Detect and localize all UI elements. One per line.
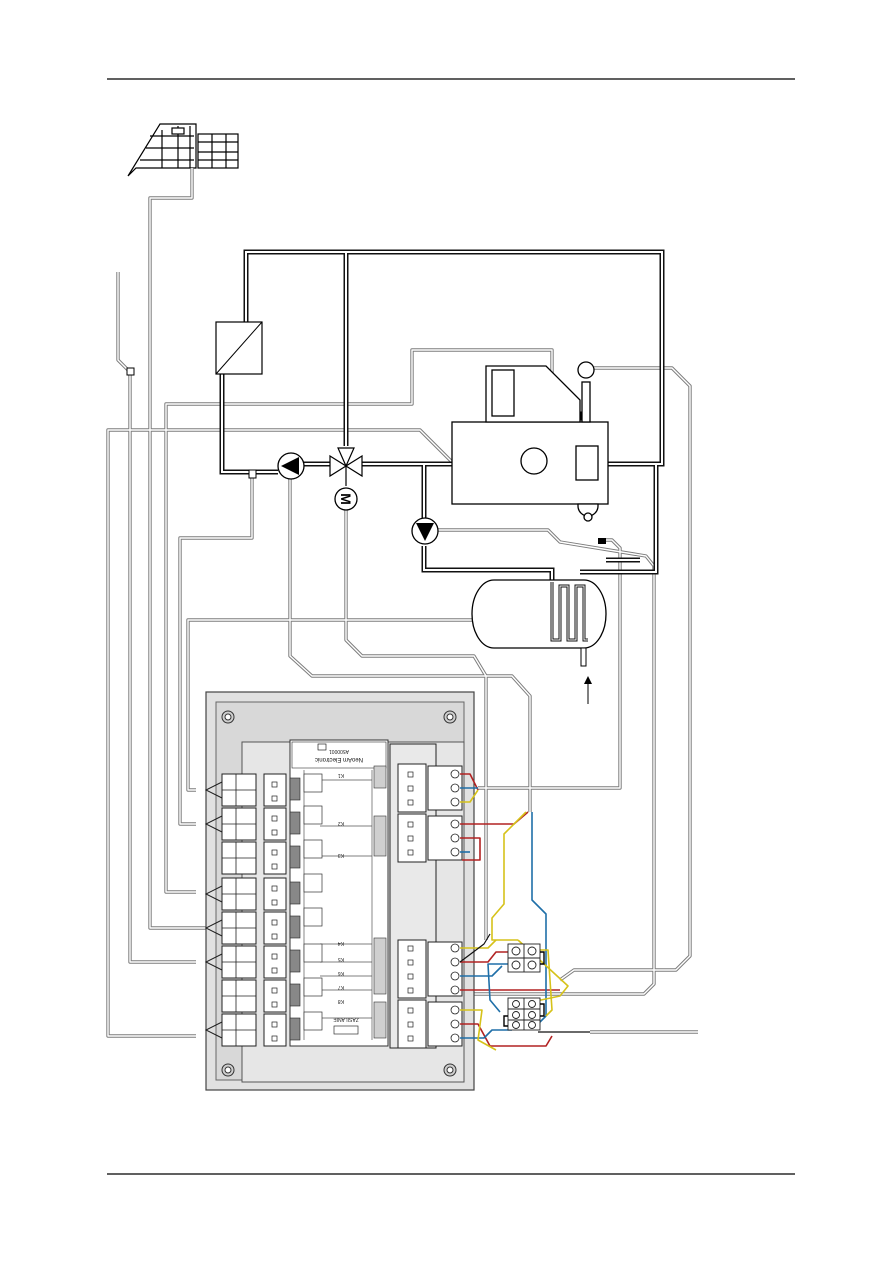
left-terminal-blocks	[204, 773, 301, 1047]
pump-icon	[411, 517, 439, 545]
relay-label: K4	[338, 940, 344, 946]
blower-fan-icon	[577, 503, 599, 522]
relay-label: K6	[338, 970, 344, 976]
relay-label: K7	[338, 984, 344, 990]
relay-label: K3	[338, 852, 344, 858]
pcb-relays	[303, 773, 323, 1031]
relay-labels: K1 K2 K3 K4 K5 K6 K7 K8 ZASILANIE	[333, 772, 359, 1035]
pcb-model-text: A500001	[329, 748, 349, 754]
valve-motor-icon: M	[334, 487, 358, 511]
boiler-icon	[451, 421, 609, 505]
fuel-hopper-icon	[485, 365, 581, 423]
junction-terminal-strip	[507, 943, 541, 1031]
relay-label: K8	[338, 998, 344, 1004]
pcb-brand-label: NeoAm Electronic A500001	[291, 741, 387, 769]
temperature-sensor-icon	[126, 367, 135, 376]
heat-exchanger-icon	[215, 321, 263, 375]
fuse-label: ZASILANIE	[333, 1016, 359, 1022]
svg-text:M: M	[338, 493, 354, 505]
relay-label: K1	[338, 772, 344, 778]
temperature-sensor-icon	[248, 469, 257, 479]
cold-water-inlet-arrow-icon	[584, 676, 592, 704]
jumper-bridge-icon	[503, 951, 545, 1027]
pcb-brand-text: NeoAm Electronic	[315, 756, 363, 762]
temperature-sensor-icon	[598, 538, 606, 544]
relay-label: K5	[338, 956, 344, 962]
mains-wiring	[459, 773, 590, 1051]
sensor-cables	[106, 168, 698, 1038]
relay-label: K2	[338, 820, 344, 826]
mixing-valve-icon	[329, 447, 363, 486]
burner-feeder-icon	[577, 361, 595, 423]
pcb-headers	[373, 765, 387, 1039]
hydraulic-pipes	[219, 249, 665, 636]
pump-icon	[277, 452, 305, 480]
mounting-hole-icon	[221, 710, 457, 1077]
hot-water-tank-icon	[471, 579, 607, 667]
solar-collector-icon	[127, 123, 239, 177]
right-terminal-blocks	[389, 743, 463, 1049]
